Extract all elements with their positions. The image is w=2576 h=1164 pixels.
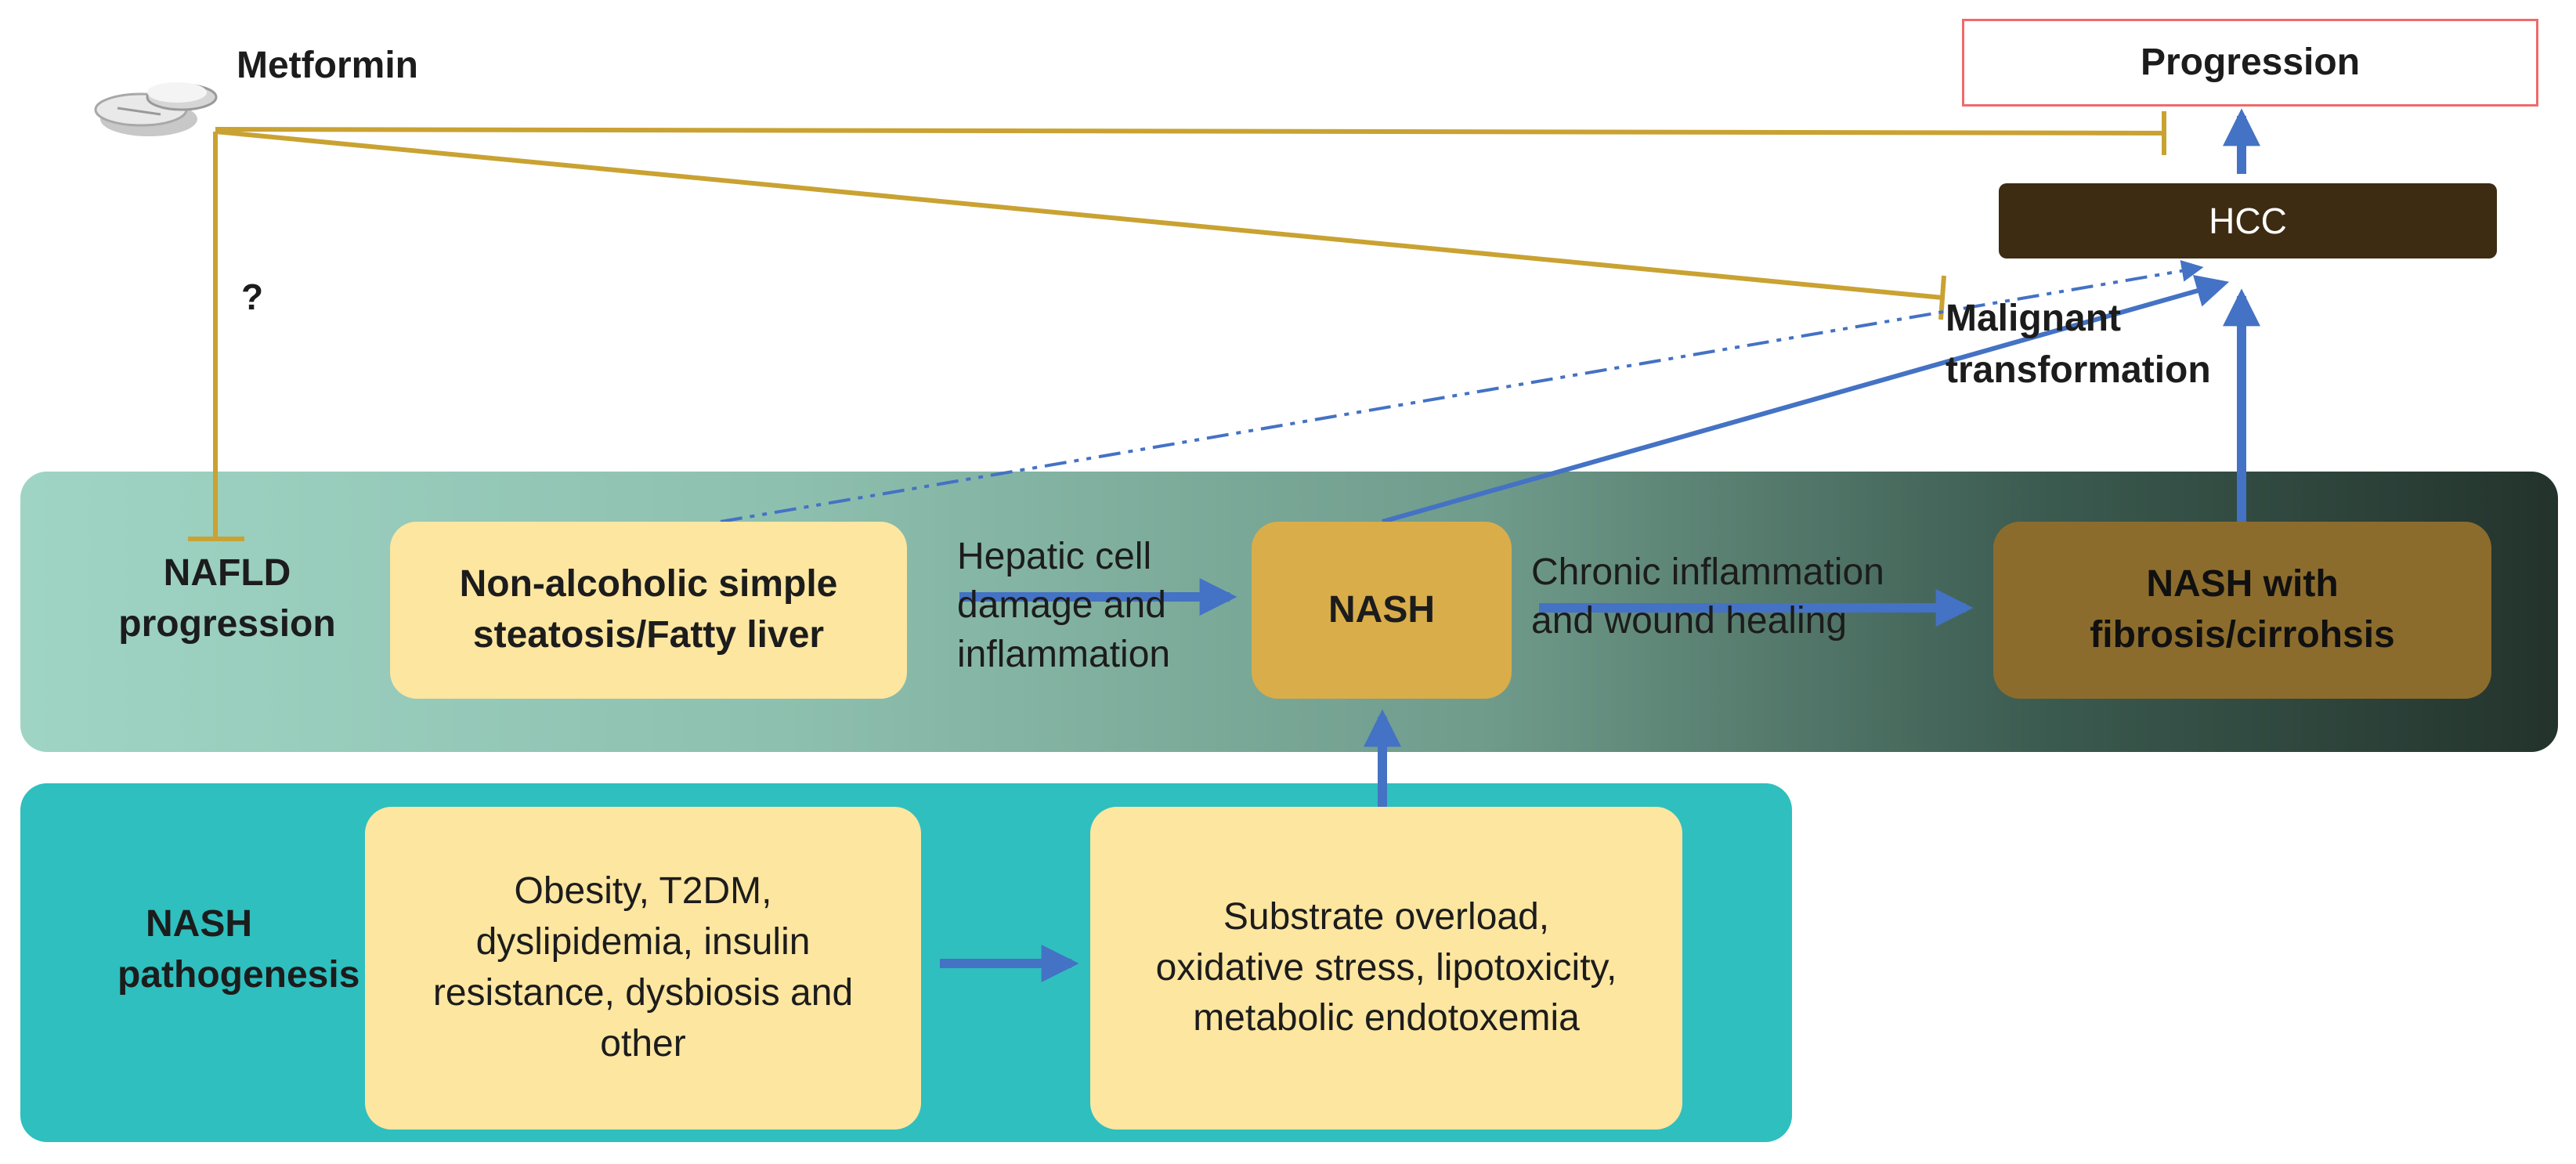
pill-icon xyxy=(94,82,218,136)
fibrosis-box: NASH with fibrosis/cirrohsis xyxy=(1993,522,2491,699)
progression-box: Progression xyxy=(1962,19,2538,107)
arrow-nash-to-hcc xyxy=(1382,274,2230,524)
progression-label: Progression xyxy=(2140,41,2361,83)
malignant-transformation-label: Malignant transformation xyxy=(1946,298,2211,392)
arrow-steatosis-to-hcc-dashed xyxy=(720,259,2204,523)
hcc-label: HCC xyxy=(2209,200,2287,241)
mechanisms-box: Substrate overload, oxidative stress, li… xyxy=(1090,807,1682,1130)
inhibit-progression-line xyxy=(215,127,2165,136)
metformin-inhibition-lines xyxy=(188,111,2166,541)
nash-pathogenesis-title: NASH pathogenesis xyxy=(117,903,360,996)
nafld-progression-title: NAFLD progression xyxy=(118,552,336,645)
hepatic-damage-label: Hepatic cell damage and inflammation xyxy=(957,536,1171,675)
question-mark: ? xyxy=(241,277,264,317)
hcc-box: HCC xyxy=(1999,183,2497,258)
progression-arrows xyxy=(720,108,2260,982)
nash-box: NASH xyxy=(1252,522,1512,699)
metformin-label: Metformin xyxy=(237,45,418,86)
inhibit-malignant-line xyxy=(215,129,1943,300)
risk-factors-box: Obesity, T2DM, dyslipidemia, insulin res… xyxy=(365,807,921,1130)
steatosis-box: Non-alcoholic simple steatosis/Fatty liv… xyxy=(390,522,907,699)
chronic-inflammation-label: Chronic inflammation and wound healing xyxy=(1531,551,1884,642)
